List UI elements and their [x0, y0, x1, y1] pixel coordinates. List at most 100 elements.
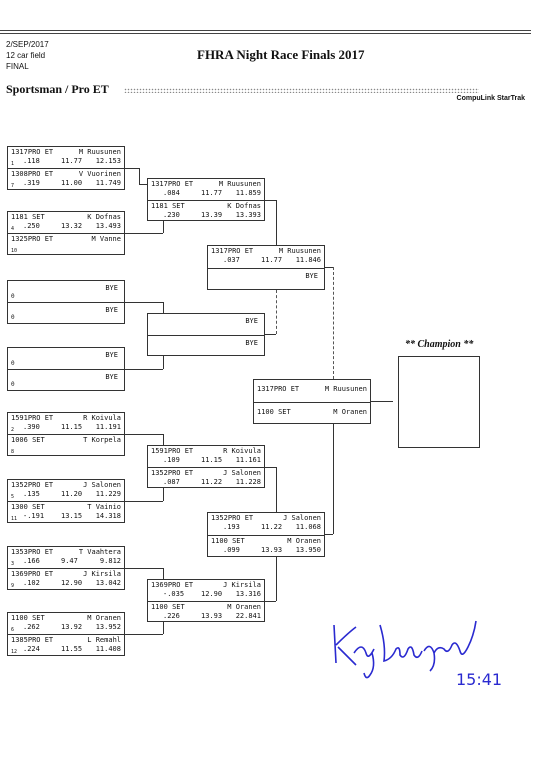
- bye-label: BYE: [105, 351, 118, 359]
- dial-in: 13.93: [201, 611, 223, 620]
- elapsed-time: 11.229: [95, 490, 121, 498]
- car-number: 1591PRO ET: [11, 414, 54, 422]
- bye-label: BYE: [245, 317, 258, 325]
- dial-in: 13.15: [61, 512, 83, 520]
- driver-name: K Dofnas: [227, 201, 261, 210]
- class-name: Sportsman / Pro ET: [6, 82, 109, 96]
- handwritten-time: 15:41: [456, 670, 502, 689]
- lane-number: 11: [11, 516, 18, 522]
- driver-name: J Kirsila: [83, 570, 121, 578]
- elapsed-time: 11.161: [235, 456, 261, 464]
- bye-label: BYE: [105, 284, 118, 292]
- lane-number: 12: [11, 649, 18, 655]
- dial-in: 11.00: [61, 179, 83, 187]
- driver-name: M Oranen: [227, 602, 261, 611]
- dial-in: 11.77: [201, 189, 223, 197]
- bye-label: BYE: [305, 271, 318, 280]
- dial-in: 11.22: [201, 477, 223, 486]
- car-number: 1369PRO ET: [151, 581, 194, 589]
- dial-in: 13.32: [61, 222, 83, 230]
- elapsed-time: 11.859: [235, 189, 261, 197]
- dial-in: 11.77: [261, 256, 283, 264]
- champion-label: ** Champion **: [405, 339, 474, 350]
- driver-name: T Vainio: [87, 503, 121, 511]
- reaction-time: .262: [23, 623, 40, 631]
- round2-matchup-2: BYE BYE: [147, 313, 265, 356]
- car-number: 1369PRO ET: [11, 570, 54, 578]
- lane-number: 0: [11, 381, 15, 388]
- car-number: 1100 SET: [257, 407, 291, 416]
- lane-number: 0: [11, 360, 15, 367]
- car-number: 1352PRO ET: [11, 481, 54, 489]
- dial-in: 12.90: [61, 579, 83, 587]
- reaction-time: .084: [163, 189, 180, 197]
- lane-number: 8: [11, 449, 15, 455]
- bye-label: BYE: [245, 338, 258, 347]
- bye-label: BYE: [105, 306, 118, 314]
- handwritten-signature: 15:41: [333, 620, 502, 689]
- reaction-time: .087: [163, 477, 180, 486]
- elapsed-time: 22.841: [235, 611, 261, 620]
- car-number: 1385PRO ET: [11, 636, 54, 644]
- dial-in: 11.55: [61, 645, 83, 653]
- elapsed-time: 12.153: [95, 157, 121, 165]
- elapsed-time: 11.068: [295, 523, 321, 531]
- driver-name: K Dofnas: [87, 213, 121, 221]
- page-title: FHRA Night Race Finals 2017: [197, 47, 365, 62]
- reaction-time: .319: [23, 179, 40, 187]
- elapsed-time: 11.191: [95, 423, 121, 431]
- elapsed-time: 11.846: [295, 256, 321, 264]
- car-number: 1181 SET: [11, 213, 45, 221]
- top-lane: BYE 0: [8, 348, 124, 369]
- lane-number: 6: [11, 627, 15, 633]
- lane-number: 0: [11, 293, 15, 300]
- lane-number: 3: [11, 561, 15, 567]
- driver-name: M Ruusunen: [218, 180, 261, 188]
- driver-name: M Ruusunen: [78, 148, 121, 156]
- dial-in: 13.39: [201, 210, 223, 219]
- car-number: 1300 SET: [11, 503, 45, 511]
- top-lane: BYE 0: [8, 281, 124, 302]
- dial-in: 11.77: [61, 157, 83, 165]
- elapsed-time: 13.952: [95, 623, 121, 631]
- lane-number: 4: [11, 226, 15, 232]
- reaction-time: .135: [23, 490, 40, 498]
- reaction-time: .390: [23, 423, 40, 431]
- driver-name: J Salonen: [223, 468, 261, 477]
- driver-name: M Ruusunen: [324, 385, 367, 393]
- elapsed-time: 13.493: [95, 222, 121, 230]
- car-number: 1308PRO ET: [11, 170, 54, 178]
- lane-number: 2: [11, 427, 15, 433]
- driver-name: J Kirsila: [223, 581, 261, 589]
- reaction-time: .226: [163, 611, 180, 620]
- driver-name: M Oranen: [87, 614, 121, 622]
- elapsed-time: 13.316: [235, 590, 261, 598]
- elapsed-time: 9.812: [99, 557, 121, 565]
